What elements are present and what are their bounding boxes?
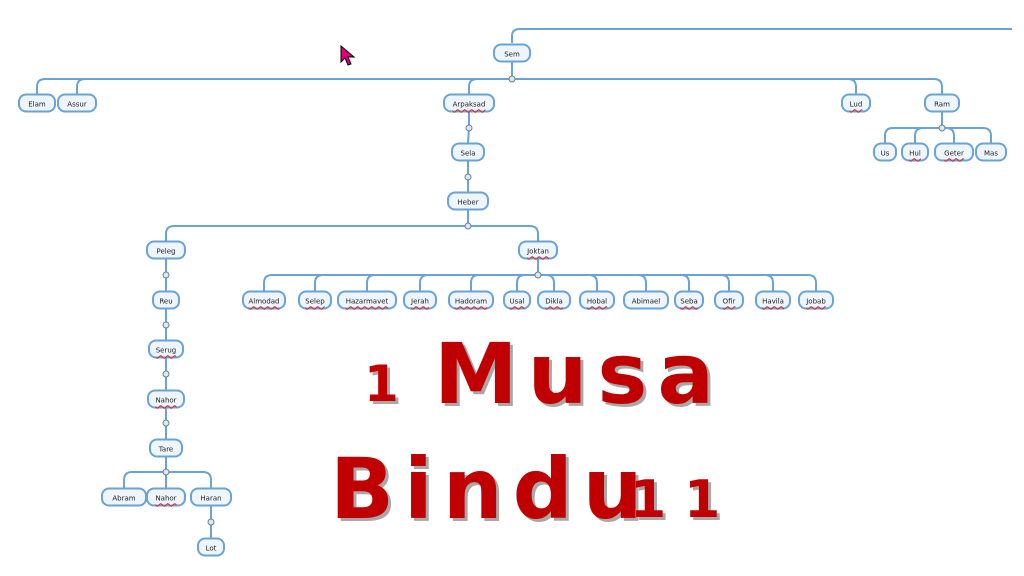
collapse-toggle-icon[interactable] xyxy=(464,173,472,181)
edge-havila xyxy=(538,274,774,291)
node-joktan[interactable]: Joktan xyxy=(518,240,558,260)
node-hul[interactable]: Hul xyxy=(901,142,929,162)
node-sem[interactable]: Sem xyxy=(493,43,531,63)
edge-hobal xyxy=(538,274,598,291)
collapse-toggle-icon[interactable] xyxy=(162,419,170,427)
node-hobal[interactable]: Hobal xyxy=(579,290,615,310)
node-heber[interactable]: Heber xyxy=(447,191,489,211)
collapse-toggle-icon[interactable] xyxy=(465,124,473,132)
edge-hazarmavet xyxy=(366,274,538,291)
node-nahor2[interactable]: Nahor xyxy=(146,487,186,507)
node-tare[interactable]: Tare xyxy=(149,438,183,458)
node-abram[interactable]: Abram xyxy=(101,487,147,507)
node-arpaksad[interactable]: Arpaksad xyxy=(443,93,495,113)
node-selep[interactable]: Selep xyxy=(298,290,332,310)
edge-us xyxy=(884,127,942,143)
node-sela[interactable]: Sela xyxy=(451,142,485,162)
title-number-1: 1 xyxy=(364,355,409,413)
collapse-toggle-icon[interactable] xyxy=(162,468,170,476)
edge-hul xyxy=(914,127,942,143)
edge-mas xyxy=(942,127,992,143)
edge-jerah xyxy=(419,274,538,291)
edge-ofir xyxy=(538,274,730,291)
edge-peleg xyxy=(165,225,468,241)
edge-joktan xyxy=(468,225,539,241)
title-word-bindu: Bindu xyxy=(330,440,653,538)
edge-seba xyxy=(538,274,690,291)
node-usal[interactable]: Usal xyxy=(503,290,531,310)
node-jobab[interactable]: Jobab xyxy=(798,290,834,310)
node-lot[interactable]: Lot xyxy=(197,537,225,557)
edge-usal xyxy=(516,274,538,291)
node-abimael[interactable]: Abimael xyxy=(623,290,669,310)
node-jerah[interactable]: Jerah xyxy=(403,290,437,310)
edge-arpaksad xyxy=(468,78,512,94)
node-havila[interactable]: Havila xyxy=(755,290,791,310)
node-geter[interactable]: Geter xyxy=(934,142,974,162)
edge-lud xyxy=(512,78,857,94)
node-mas[interactable]: Mas xyxy=(975,142,1007,162)
node-peleg[interactable]: Peleg xyxy=(146,240,186,260)
node-reu[interactable]: Reu xyxy=(152,290,180,310)
node-ofir[interactable]: Ofir xyxy=(714,290,744,310)
node-hadoram[interactable]: Hadoram xyxy=(448,290,494,310)
title-number-11: 11 xyxy=(630,470,739,530)
collapse-toggle-icon[interactable] xyxy=(162,370,170,378)
collapse-toggle-icon[interactable] xyxy=(534,271,542,279)
edge-assur xyxy=(76,78,512,94)
node-serug[interactable]: Serug xyxy=(148,339,184,359)
mouse-cursor-icon xyxy=(340,45,356,66)
collapse-toggle-icon[interactable] xyxy=(162,321,170,329)
edge-sem-top xyxy=(511,28,1012,43)
edge-jobab xyxy=(538,274,817,291)
collapse-toggle-icon[interactable] xyxy=(162,271,170,279)
node-hazarmavet[interactable]: Hazarmavet xyxy=(337,290,397,310)
node-elam[interactable]: Elam xyxy=(18,93,56,113)
edge-selep xyxy=(314,274,538,291)
edge-abram xyxy=(123,471,166,488)
edge-ram xyxy=(512,78,943,94)
collapse-toggle-icon[interactable] xyxy=(508,75,516,83)
edge-elam xyxy=(36,78,512,94)
node-assur[interactable]: Assur xyxy=(57,93,97,113)
node-seba[interactable]: Seba xyxy=(674,290,704,310)
collapse-toggle-icon[interactable] xyxy=(938,124,946,132)
collapse-toggle-icon[interactable] xyxy=(207,518,215,526)
collapse-toggle-icon[interactable] xyxy=(464,222,472,230)
node-almodad[interactable]: Almodad xyxy=(242,290,286,310)
title-word-musa: Musa xyxy=(434,325,725,423)
edge-haran xyxy=(166,471,212,488)
node-haran[interactable]: Haran xyxy=(190,487,232,507)
edge-almodad xyxy=(263,274,538,291)
node-dikla[interactable]: Dikla xyxy=(537,290,571,310)
node-nahor1[interactable]: Nahor xyxy=(147,389,185,409)
node-ram[interactable]: Ram xyxy=(924,93,960,113)
node-us[interactable]: Us xyxy=(873,142,897,162)
edge-hadoram xyxy=(470,274,538,291)
node-lud[interactable]: Lud xyxy=(841,93,871,113)
